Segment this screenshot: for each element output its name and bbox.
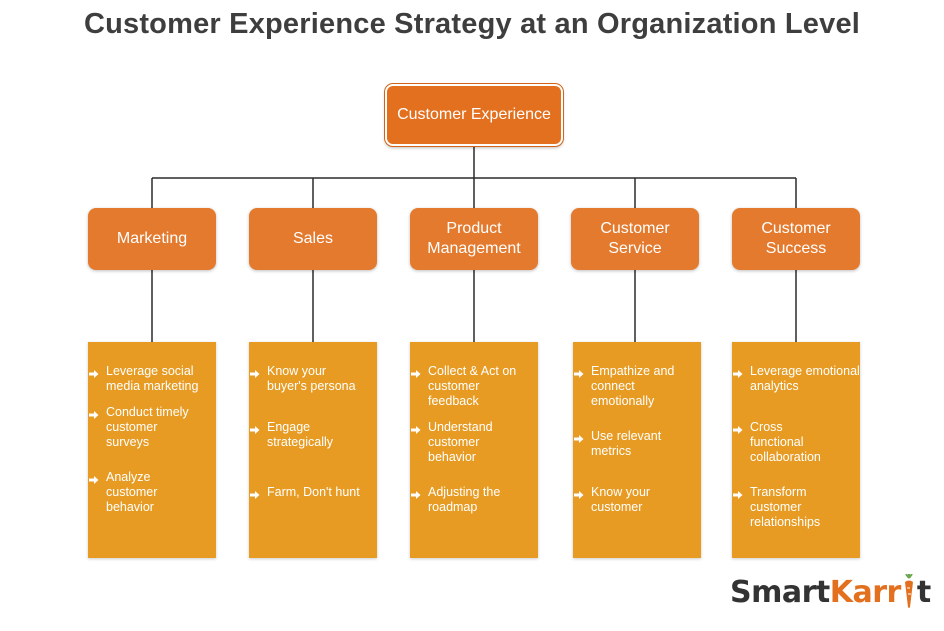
dept-node-sales: Sales	[249, 208, 377, 270]
list-item: Understand customer behavior	[410, 420, 538, 465]
arrow-right-icon	[250, 426, 260, 434]
arrow-right-icon	[733, 491, 743, 499]
panel-customer-success: Leverage emotional analytics Cross funct…	[732, 342, 860, 558]
list-item: Empathize and connect emotionally	[573, 364, 701, 409]
dept-node-customer-service: Customer Service	[571, 208, 699, 270]
arrow-right-icon	[411, 491, 421, 499]
list-item: Analyze customer behavior	[88, 470, 216, 515]
arrow-right-icon	[250, 491, 260, 499]
list-item: Collect & Act on customer feedback	[410, 364, 538, 409]
list-item: Leverage social media marketing	[88, 364, 216, 394]
list-item: Conduct timely customer surveys	[88, 405, 216, 450]
dept-node-marketing: Marketing	[88, 208, 216, 270]
arrow-right-icon	[411, 426, 421, 434]
list-item: Know your buyer's persona	[249, 364, 377, 394]
list-item: Farm, Don't hunt	[249, 485, 377, 500]
diagram-title: Customer Experience Strategy at an Organ…	[83, 8, 861, 40]
panel-marketing: Leverage social media marketing Conduct …	[88, 342, 216, 558]
list-item: Engage strategically	[249, 420, 377, 450]
arrow-right-icon	[733, 370, 743, 378]
list-item: Leverage emotional analytics	[732, 364, 860, 394]
list-item: Adjusting the roadmap	[410, 485, 538, 515]
list-item: Use relevant metrics	[573, 429, 701, 459]
list-item: Know your customer	[573, 485, 701, 515]
root-node-customer-experience: Customer Experience	[385, 84, 563, 146]
carrot-icon	[904, 574, 913, 608]
arrow-right-icon	[574, 491, 584, 499]
arrow-right-icon	[733, 426, 743, 434]
arrow-right-icon	[250, 370, 260, 378]
arrow-right-icon	[411, 370, 421, 378]
list-item: Transform customer relationships	[732, 485, 860, 530]
list-item: Cross functional collaboration	[732, 420, 860, 465]
arrow-right-icon	[574, 435, 584, 443]
panel-sales: Know your buyer's persona Engage strateg…	[249, 342, 377, 558]
arrow-right-icon	[574, 370, 584, 378]
panel-customer-service: Empathize and connect emotionally Use re…	[573, 342, 701, 558]
arrow-right-icon	[89, 411, 99, 419]
panel-product-management: Collect & Act on customer feedback Under…	[410, 342, 538, 558]
dept-node-customer-success: Customer Success	[732, 208, 860, 270]
dept-node-product-management: Product Management	[410, 208, 538, 270]
arrow-right-icon	[89, 476, 99, 484]
arrow-right-icon	[89, 370, 99, 378]
